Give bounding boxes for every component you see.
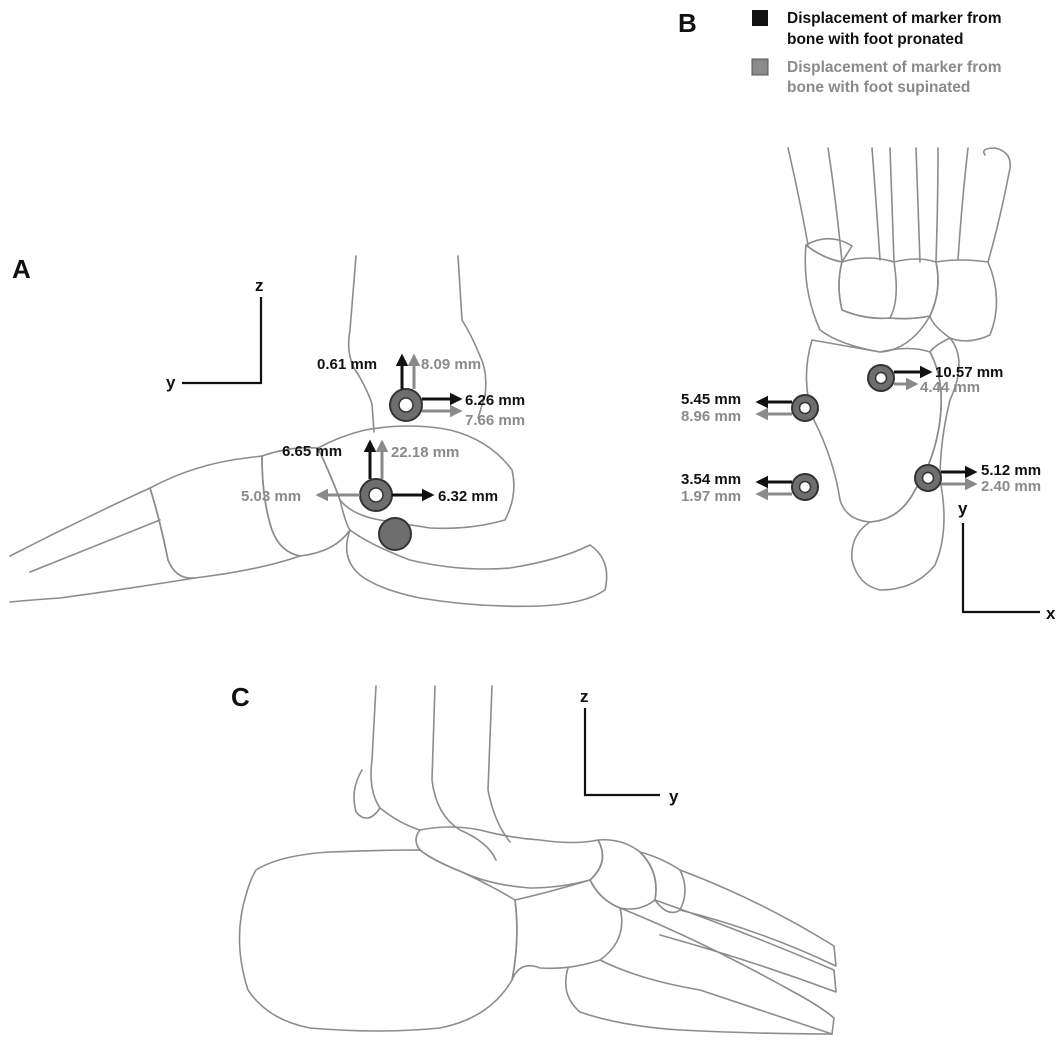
value-label: 1.97 mm	[681, 488, 741, 505]
marker-center	[800, 403, 811, 414]
panel-c-cuboid	[512, 880, 622, 980]
panel-c-navicular	[590, 840, 656, 909]
panel-b-cuneiforms	[806, 239, 938, 319]
panel-b-axes: y x	[958, 499, 1056, 623]
marker-center	[399, 398, 413, 412]
panel-a-axis-lines	[182, 297, 261, 383]
legend-label-pronated-line1: Displacement of marker from	[787, 10, 1002, 27]
panel-a-talus	[318, 426, 514, 528]
marker-center	[800, 482, 811, 493]
value-label: 2.40 mm	[981, 478, 1041, 495]
panel-b-navicular	[805, 245, 930, 352]
marker-center	[369, 488, 383, 502]
panel-a-axes: z y	[166, 276, 264, 392]
panel-b-metatarsal-5	[958, 148, 1010, 262]
panel-a-marker-tibia: 0.61 mm 8.09 mm 6.26 mm 7.66 mm	[317, 356, 525, 429]
value-label: 0.61 mm	[317, 356, 377, 373]
panel-c-fifth-metatarsal-base	[566, 968, 832, 1034]
value-label: 22.18 mm	[391, 444, 459, 461]
panel-b-axis-lines	[963, 523, 1040, 612]
panel-b-marker-left-upper: 5.45 mm 8.96 mm	[681, 391, 818, 425]
panel-b-marker-left-lower: 3.54 mm 1.97 mm	[681, 471, 818, 505]
panel-c-medial-malleolus	[354, 770, 380, 818]
panel-a-bones	[10, 256, 607, 606]
panel-a-axis-y: y	[166, 373, 176, 392]
panel-c-bones	[239, 686, 836, 1034]
value-label: 4.44 mm	[920, 379, 980, 396]
value-label: 7.66 mm	[465, 412, 525, 429]
value-label: 6.26 mm	[465, 392, 525, 409]
value-label: 5.45 mm	[681, 391, 741, 408]
panel-c-metatarsals	[600, 870, 836, 1034]
panel-a-tibia	[349, 256, 374, 432]
panel-b-cuboid	[930, 260, 997, 341]
legend-swatch-pronated	[752, 10, 768, 26]
panel-b-axis-y: y	[958, 499, 968, 518]
legend-swatch-supinated	[752, 59, 768, 75]
panel-a-axis-z: z	[255, 276, 264, 295]
panel-c-axis-lines	[585, 708, 660, 795]
marker-ring	[379, 518, 411, 550]
panel-b-metatarsal-2	[828, 148, 842, 262]
marker-center	[923, 473, 934, 484]
value-label: 8.96 mm	[681, 408, 741, 425]
legend-label-pronated-line2: bone with foot pronated	[787, 31, 964, 48]
panel-b-marker-calcaneus: 5.12 mm 2.40 mm	[915, 462, 1041, 495]
panel-c-axis-z: z	[580, 687, 589, 706]
panel-b: y x 10.57 mm 4.44 mm	[681, 148, 1056, 623]
value-label: 5.03 mm	[241, 488, 301, 505]
value-label: 5.12 mm	[981, 462, 1041, 479]
panel-c-axis-y: y	[669, 787, 679, 806]
panel-a-cuneiform	[150, 456, 300, 578]
value-label: 6.32 mm	[438, 488, 498, 505]
legend: B Displacement of marker from bone with …	[678, 8, 1002, 96]
panel-b-metatarsal-3	[872, 148, 894, 262]
panel-b-axis-x: x	[1046, 604, 1056, 623]
legend-label-supinated-line2: bone with foot supinated	[787, 79, 970, 96]
panel-c-axes: z y	[580, 687, 679, 806]
panel-letter-a: A	[12, 254, 31, 284]
panel-b-metatarsal-1	[788, 148, 808, 245]
panel-c: C z y	[231, 518, 836, 1034]
panel-letter-c: C	[231, 682, 250, 712]
panel-c-talus	[416, 827, 603, 888]
panel-c-tibia	[371, 686, 496, 860]
panel-a-metatarsal-1	[10, 488, 195, 602]
marker-center	[876, 373, 887, 384]
panel-a: A z y 0.61 mm 8.09 mm	[10, 254, 607, 606]
panel-a-metatarsal-2	[30, 520, 160, 572]
value-label: 3.54 mm	[681, 471, 741, 488]
panel-a-marker-talus: 6.65 mm 22.18 mm 6.32 mm 5.03 mm	[241, 442, 498, 511]
panel-b-metatarsal-4	[916, 148, 938, 262]
legend-label-supinated-line1: Displacement of marker from	[787, 59, 1002, 76]
value-label: 6.65 mm	[282, 443, 342, 460]
panel-letter-b: B	[678, 8, 697, 38]
panel-c-fibula	[488, 686, 510, 842]
value-label: 8.09 mm	[421, 356, 481, 373]
panel-c-marker-upper	[379, 518, 411, 550]
panel-b-marker-talus: 10.57 mm 4.44 mm	[868, 364, 1003, 396]
